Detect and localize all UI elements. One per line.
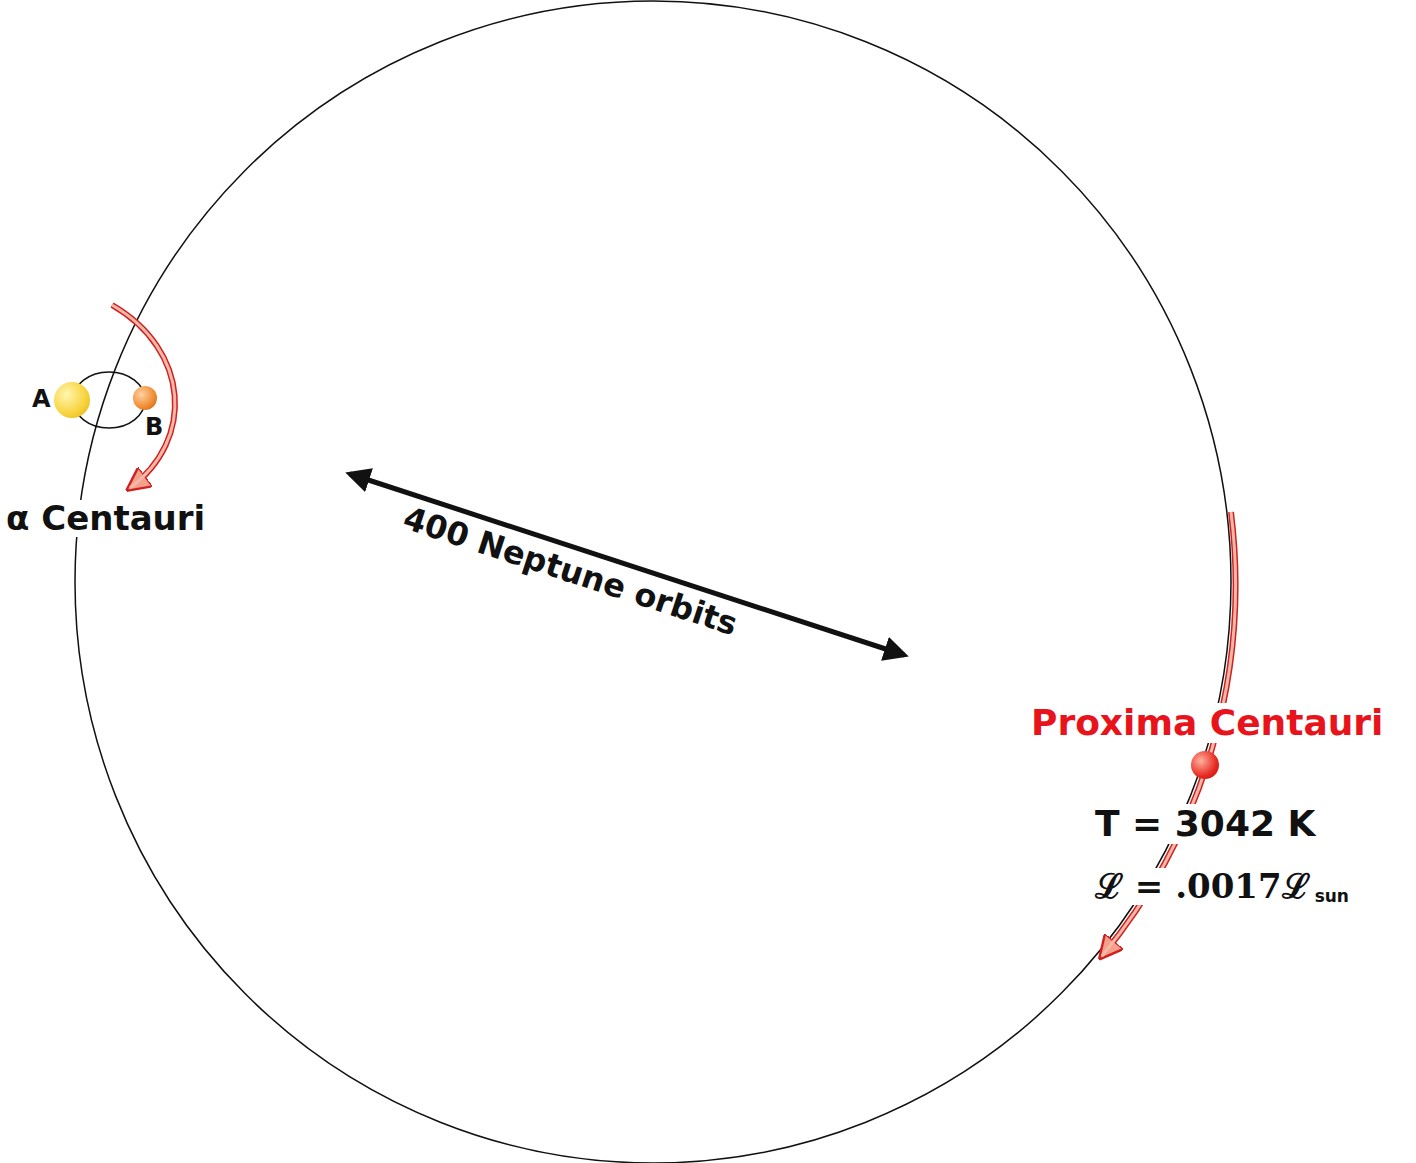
distance-arrow: [350, 474, 904, 655]
star-label: Proxima Centauri: [1029, 703, 1385, 743]
motion-arrow: [112, 305, 175, 488]
star-label: A: [30, 386, 53, 412]
proxima-star: [1191, 751, 1219, 779]
star-a: [54, 382, 90, 418]
temperature-label: T = 3042 K: [1093, 804, 1317, 844]
luminosity-label: ℒ = .0017ℒ: [1093, 868, 1312, 905]
star-b: [133, 386, 157, 410]
motion-arrow-fill: [112, 305, 175, 488]
star-label: B: [143, 414, 165, 440]
subscript: sun: [1313, 887, 1351, 906]
proxima-orbit: [75, 1, 1231, 1163]
system-name: α Centauri: [4, 500, 207, 537]
distance-label: 400 Neptune orbits: [397, 500, 743, 643]
